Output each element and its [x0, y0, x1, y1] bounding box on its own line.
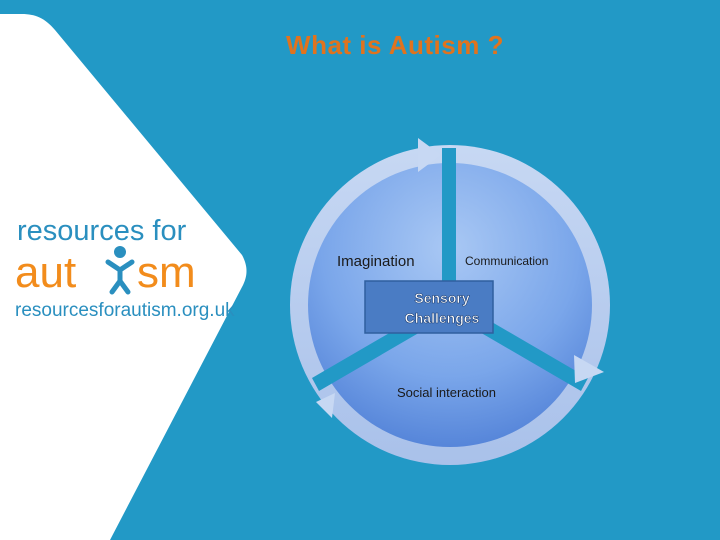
arrow-head-right-icon: [574, 355, 604, 383]
center-label-box: [364, 280, 494, 334]
logo-line1: resources for: [17, 215, 187, 247]
logo-sm: sm: [137, 248, 196, 297]
arrow-head-top-icon: [418, 138, 441, 172]
center-label-line1: Sensory: [414, 290, 469, 306]
logo-aut: aut: [15, 248, 76, 297]
arrow-head-left-icon: [316, 393, 335, 418]
resources-for-autism-logo: resources for aut sm resourcesforautism.…: [15, 215, 235, 321]
center-label-line2: Challenges: [405, 310, 480, 326]
segment-label-communication: Communication: [465, 254, 548, 268]
logo-url: resourcesforautism.org.uk: [15, 300, 235, 321]
segment-label-social-interaction: Social interaction: [397, 385, 496, 400]
white-panel: [0, 14, 247, 540]
segment-label-imagination: Imagination: [337, 253, 415, 270]
stick-figure-icon: [105, 246, 135, 295]
page-title: What is Autism ?: [286, 30, 504, 60]
